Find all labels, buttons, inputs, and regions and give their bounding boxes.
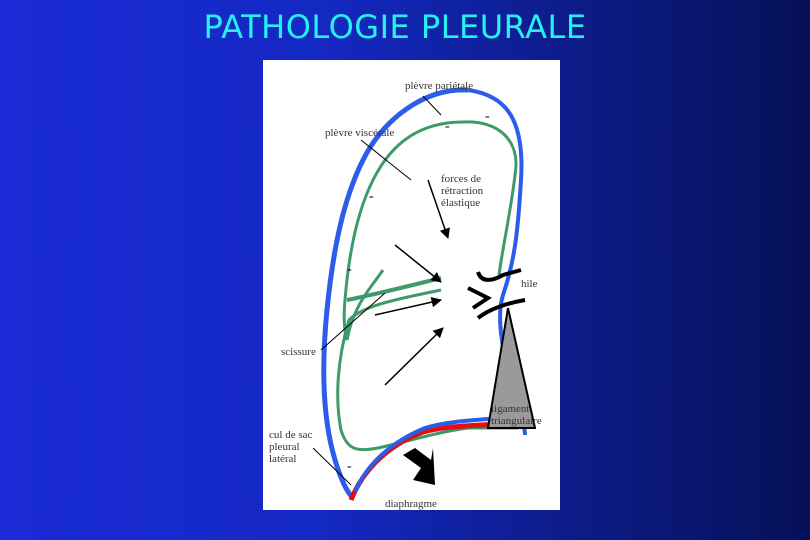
hilum-chevron bbox=[468, 288, 488, 308]
label-hile: hile bbox=[521, 278, 538, 290]
minus-sign: - bbox=[347, 262, 352, 277]
minus-sign: - bbox=[369, 189, 374, 204]
label-plevre-parietale: plèvre pariétale bbox=[405, 80, 473, 92]
page-title: PATHOLOGIE PLEURALE bbox=[0, 8, 790, 46]
minus-sign: - bbox=[347, 459, 352, 474]
leader-parietal bbox=[423, 96, 441, 115]
label-cul-de-sac: cul de sac pleural latéral bbox=[269, 429, 312, 465]
force-arrow-2 bbox=[395, 245, 441, 282]
label-diaphragme: diaphragme bbox=[385, 498, 437, 510]
force-arrow-4 bbox=[385, 328, 443, 385]
minus-sign: - bbox=[485, 109, 490, 124]
diaphragm-arrow bbox=[403, 448, 435, 485]
leader-scissure bbox=[321, 293, 385, 350]
fissure-line bbox=[347, 278, 441, 300]
label-forces: forces de rétraction élastique bbox=[441, 173, 483, 209]
label-plevre-viscerale: plèvre viscérale bbox=[325, 127, 394, 139]
leader-visceral bbox=[361, 140, 411, 180]
minus-sign: - bbox=[445, 119, 450, 134]
label-scissure: scissure bbox=[281, 346, 316, 358]
label-ligament: ligament triangulaire bbox=[491, 403, 542, 427]
